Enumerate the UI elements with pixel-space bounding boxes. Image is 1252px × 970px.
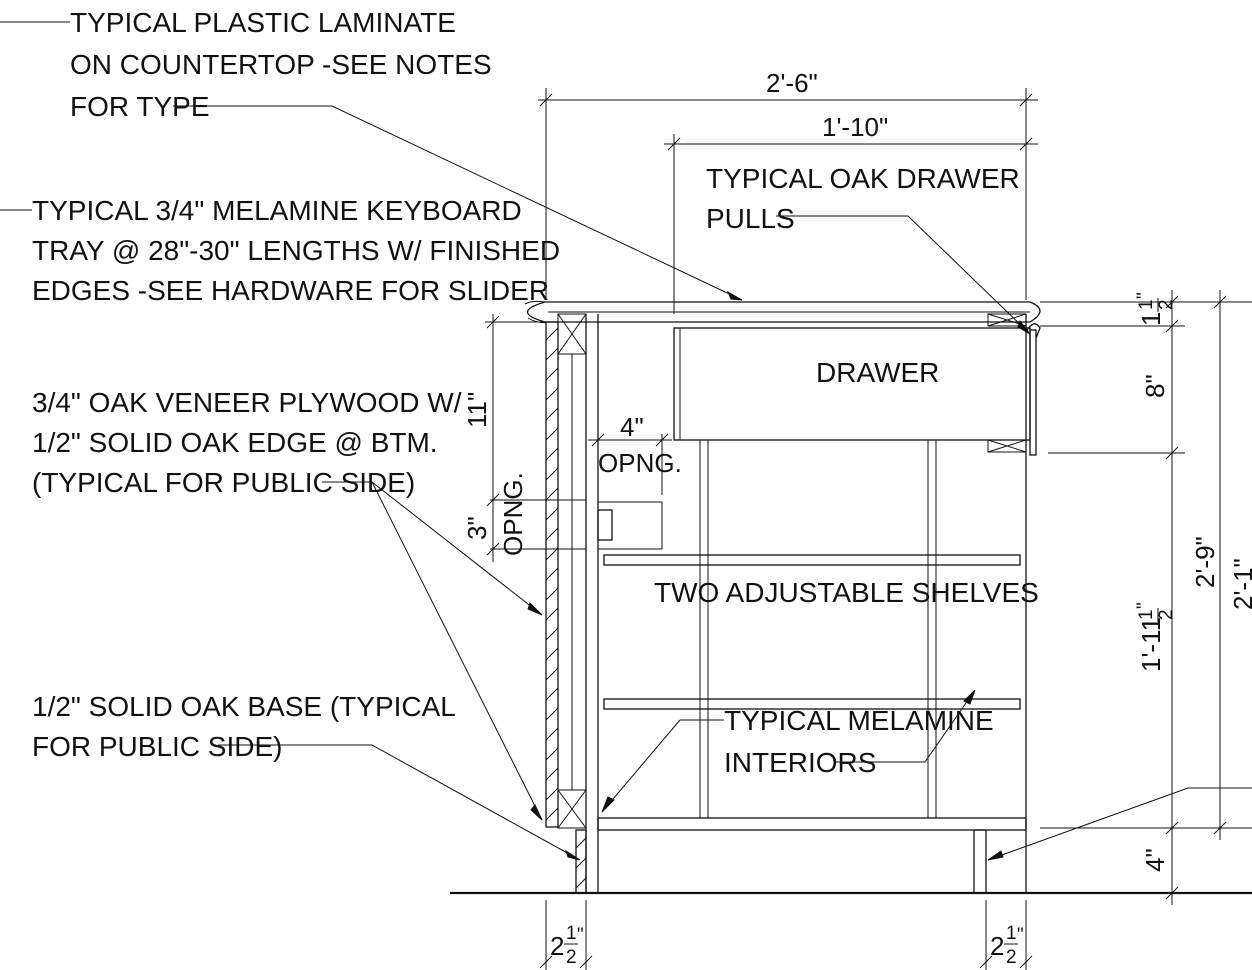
note-keyboard-tray: TYPICAL 3/4" MELAMINE KEYBOARD TRAY @ 28…: [32, 195, 560, 306]
svg-text:3/4" OAK VENEER PLYWOOD W/: 3/4" OAK VENEER PLYWOOD W/: [32, 387, 462, 418]
opening-4-label: 4" OPNG.: [598, 412, 682, 478]
drawer-label: DRAWER: [816, 357, 939, 388]
leader-lines: [0, 21, 1252, 861]
dim-2-half-left: 2 1 2 ": [550, 923, 584, 968]
svg-text:OPNG.: OPNG.: [598, 448, 682, 478]
svg-text:FOR PUBLIC SIDE): FOR PUBLIC SIDE): [32, 731, 282, 762]
svg-text:": ": [1134, 292, 1155, 299]
svg-text:1: 1: [1136, 312, 1166, 326]
note-veneer: 3/4" OAK VENEER PLYWOOD W/ 1/2" SOLID OA…: [32, 387, 462, 498]
svg-text:(TYPICAL FOR PUBLIC SIDE): (TYPICAL FOR PUBLIC SIDE): [32, 467, 415, 498]
svg-text:2: 2: [1156, 609, 1177, 620]
shelf-upper: [603, 554, 1021, 566]
svg-text:INTERIORS: INTERIORS: [724, 747, 876, 778]
svg-text:TYPICAL OAK DRAWER: TYPICAL OAK DRAWER: [706, 163, 1020, 194]
svg-text:2: 2: [1006, 947, 1017, 968]
svg-text:EDGES -SEE HARDWARE FOR SLIDER: EDGES -SEE HARDWARE FOR SLIDER: [32, 275, 549, 306]
dim-2-1: 2'-1": [1228, 558, 1252, 610]
dim-2-half-right: 2 1 2 ": [990, 923, 1024, 968]
countertop: [524, 300, 1041, 323]
dim-1-11-half: 1'-11 1 2 ": [1134, 602, 1177, 672]
svg-text:PULLS: PULLS: [706, 203, 795, 234]
svg-text:TYPICAL PLASTIC LAMINATE: TYPICAL PLASTIC LAMINATE: [70, 7, 456, 38]
dim-8: 8": [1140, 374, 1170, 398]
svg-text:": ": [1017, 925, 1024, 946]
dim-4: 4": [1140, 848, 1170, 872]
note-pulls: TYPICAL OAK DRAWER PULLS: [706, 163, 1020, 234]
svg-text:3": 3": [462, 516, 492, 540]
cabinet-body: [575, 314, 1027, 894]
veneer-panel: [545, 313, 587, 829]
svg-text:": ": [1134, 602, 1155, 609]
dim-11: 11": [462, 392, 492, 428]
note-laminate: TYPICAL PLASTIC LAMINATE ON COUNTERTOP -…: [70, 7, 492, 122]
svg-text:TYPICAL MELAMINE: TYPICAL MELAMINE: [724, 705, 994, 736]
svg-text:ON COUNTERTOP -SEE NOTES: ON COUNTERTOP -SEE NOTES: [70, 49, 492, 80]
svg-text:2: 2: [550, 931, 564, 961]
opening-3-label: 3" OPNG.: [462, 472, 528, 556]
shelf-lower: [603, 698, 1021, 710]
svg-text:1: 1: [1136, 609, 1157, 620]
keyboard-tray: [490, 499, 663, 550]
shelves-label: TWO ADJUSTABLE SHELVES: [654, 577, 1039, 608]
drawer-box: [673, 313, 1041, 456]
svg-text:2: 2: [1156, 299, 1177, 310]
dimension-lines: [485, 88, 1252, 970]
dim-overall-width: 2'-6": [766, 68, 818, 98]
svg-text:1/2" SOLID OAK EDGE @ BTM.: 1/2" SOLID OAK EDGE @ BTM.: [32, 427, 438, 458]
svg-text:TYPICAL 3/4" MELAMINE KEYBOARD: TYPICAL 3/4" MELAMINE KEYBOARD: [32, 195, 522, 226]
svg-text:1'-11: 1'-11: [1136, 617, 1166, 672]
svg-text:2: 2: [990, 931, 1004, 961]
svg-text:2: 2: [566, 947, 577, 968]
svg-text:TRAY @ 28"-30" LENGTHS W/ FIN: TRAY @ 28"-30" LENGTHS W/ FINISHED: [32, 235, 560, 266]
svg-text:4": 4": [620, 412, 644, 442]
svg-text:OPNG.: OPNG.: [498, 472, 528, 556]
dim-drawer-width: 1'-10": [822, 112, 888, 142]
svg-text:1: 1: [1006, 923, 1017, 944]
svg-text:FOR TYPE: FOR TYPE: [70, 91, 210, 122]
svg-text:1: 1: [1136, 299, 1157, 310]
svg-text:": ": [577, 925, 584, 946]
note-melamine: TYPICAL MELAMINE INTERIORS: [724, 705, 994, 778]
dim-2-9: 2'-9": [1190, 536, 1220, 588]
svg-text:1/2" SOLID OAK BASE (TYPICAL: 1/2" SOLID OAK BASE (TYPICAL: [32, 691, 456, 722]
note-base: 1/2" SOLID OAK BASE (TYPICAL FOR PUBLIC …: [32, 691, 456, 762]
dim-1-half: 1 1 2 ": [1134, 292, 1177, 326]
svg-text:1: 1: [566, 923, 577, 944]
